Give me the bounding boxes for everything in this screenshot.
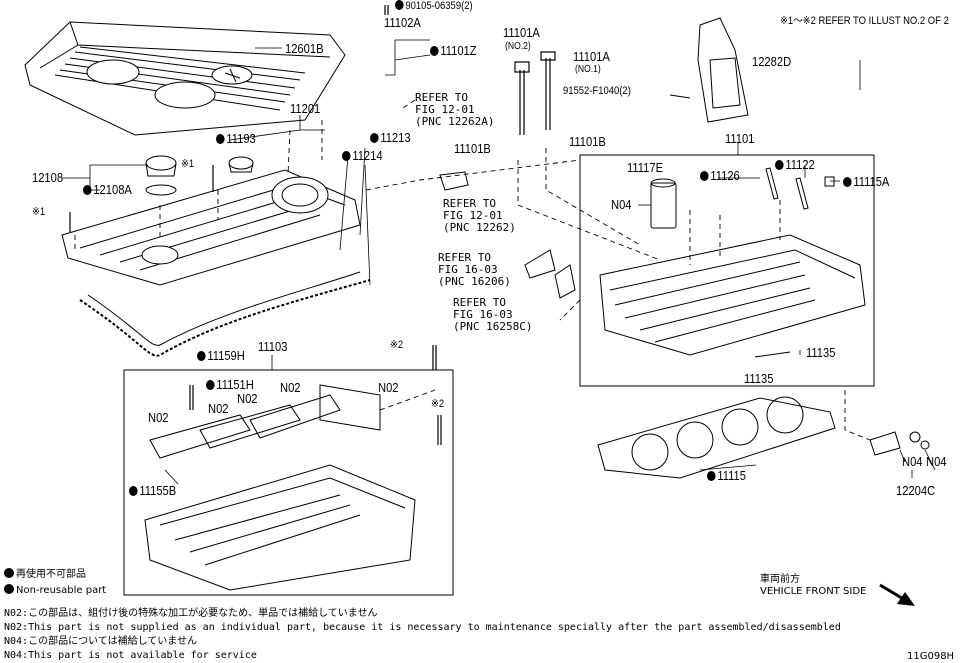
label-11101Z: 11101Z xyxy=(430,44,476,57)
label-11103: 11103 xyxy=(258,339,288,354)
label-11101B-b: 11101B xyxy=(569,134,606,149)
label-n02-d: N02 xyxy=(208,401,229,416)
refer-to-16258C: REFER TO FIG 16-03 (PNC 16258C) xyxy=(453,296,533,333)
label-no2: (NO.2) xyxy=(505,41,531,52)
label-11117E: 11117E xyxy=(627,160,664,175)
label-n02-a: N02 xyxy=(280,380,301,395)
label-12282D: 12282D xyxy=(752,54,792,69)
note-n02-jp: N02:この部品は、組付け後の特殊な加工が必要なため、単品では補給していません xyxy=(4,608,378,619)
label-n02-b: N02 xyxy=(378,380,399,395)
bolts-illustration xyxy=(69,5,556,445)
bracket-illustration xyxy=(669,17,749,123)
note-n04-en: N04:This part is not available for servi… xyxy=(4,650,257,661)
label-header-note: ※1～※2 REFER TO ILLUST NO.2 OF 2 xyxy=(780,15,949,27)
label-11155B: 11155B xyxy=(129,484,176,497)
label-11213: 11213 xyxy=(370,131,410,144)
label-11135-a: 11135 xyxy=(806,345,836,360)
label-11101: 11101 xyxy=(725,131,755,146)
refer-to-12262: REFER TO FIG 12-01 (PNC 12262) xyxy=(443,197,516,234)
cylinder-head-illustration xyxy=(599,167,866,358)
label-11115: 11115 xyxy=(707,469,746,482)
label-12108A: 12108A xyxy=(83,183,132,196)
label-11115A: 11115A xyxy=(843,175,889,188)
note-n02-en: N02:This part is not supplied as an indi… xyxy=(4,622,841,633)
engine-cover-illustration xyxy=(24,21,346,136)
label-12601B: 12601B xyxy=(285,41,324,56)
front-arrow-icon xyxy=(879,583,915,606)
head-cover-illustration xyxy=(61,169,371,357)
label-11126: 11126 xyxy=(700,169,739,182)
label-11101A-no2: 11101A xyxy=(503,25,540,40)
label-11214: 11214 xyxy=(342,149,382,162)
note-n04-jp: N04:この部品については補給していません xyxy=(4,636,197,647)
label-11102A: 11102A xyxy=(384,15,421,30)
label-90105: 90105-06359(2) xyxy=(395,0,472,13)
label-n04-b: N04 xyxy=(902,454,923,469)
direction-jp: 車両前方 xyxy=(760,574,800,585)
camshaft-housing-illustration xyxy=(144,384,416,591)
head-gasket-illustration xyxy=(597,396,836,479)
label-n02-c: N02 xyxy=(237,391,258,406)
label-11101B-a: 11101B xyxy=(454,141,491,156)
label-n02-e: N02 xyxy=(148,410,169,425)
figure-id: 11G098H xyxy=(907,651,955,662)
housing-box xyxy=(123,369,454,596)
label-11101A-no1: 11101A xyxy=(573,49,610,64)
oil-cap-illustration xyxy=(145,155,254,196)
legend-en: Non-reusable part xyxy=(4,584,106,597)
label-12204C: 12204C xyxy=(896,483,936,498)
label-11159H: 11159H xyxy=(197,349,245,362)
refer-to-12262A: REFER TO FIG 12-01 (PNC 12262A) xyxy=(415,91,495,128)
label-11193: 11193 xyxy=(216,132,255,145)
label-n04-a: N04 xyxy=(611,197,632,212)
sensor-illustration xyxy=(869,431,930,456)
label-mark1a: ※1 xyxy=(181,158,195,170)
label-mark1b: ※1 xyxy=(32,206,46,218)
direction-en: VEHICLE FRONT SIDE xyxy=(760,586,867,597)
label-12108: 12108 xyxy=(32,170,64,185)
legend-jp: 再使用不可部品 xyxy=(4,568,86,581)
label-11151H: 11151H xyxy=(206,378,254,391)
label-n04-c: N04 xyxy=(926,454,947,469)
label-11201: 11201 xyxy=(290,101,321,116)
label-mark2b: ※2 xyxy=(431,398,445,410)
label-11135-b: 11135 xyxy=(744,371,774,386)
label-91552: 91552-F1040(2) xyxy=(563,85,631,97)
refer-to-16206: REFER TO FIG 16-03 (PNC 16206) xyxy=(438,251,511,288)
label-11122: 11122 xyxy=(775,158,814,171)
label-no1: (NO.1) xyxy=(575,64,601,75)
label-mark2a: ※2 xyxy=(390,339,404,351)
head-box xyxy=(579,154,875,387)
